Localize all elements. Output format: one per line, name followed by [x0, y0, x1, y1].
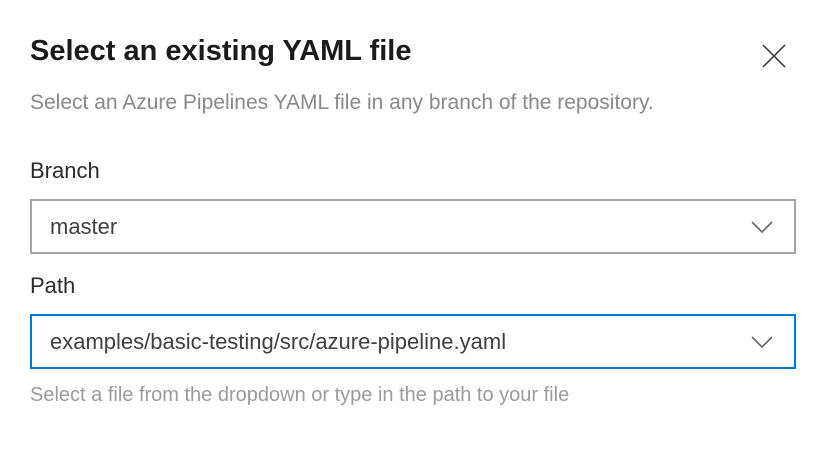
close-button[interactable] [754, 36, 794, 76]
branch-value: master [50, 213, 118, 239]
branch-dropdown[interactable]: master [30, 199, 796, 254]
path-label: Path [30, 273, 76, 298]
chevron-down-icon [750, 220, 774, 234]
path-combobox[interactable]: examples/basic-testing/src/azure-pipelin… [30, 314, 796, 369]
chevron-down-icon [750, 335, 774, 349]
path-help-text: Select a file from the dropdown or type … [30, 384, 570, 406]
path-value: examples/basic-testing/src/azure-pipelin… [50, 328, 507, 354]
branch-label: Branch [30, 158, 100, 183]
dialog-header: Select an existing YAML file [30, 34, 796, 76]
dialog-title: Select an existing YAML file [30, 35, 412, 67]
dialog-subtitle: Select an Azure Pipelines YAML file in a… [30, 91, 654, 114]
close-icon [760, 42, 788, 70]
